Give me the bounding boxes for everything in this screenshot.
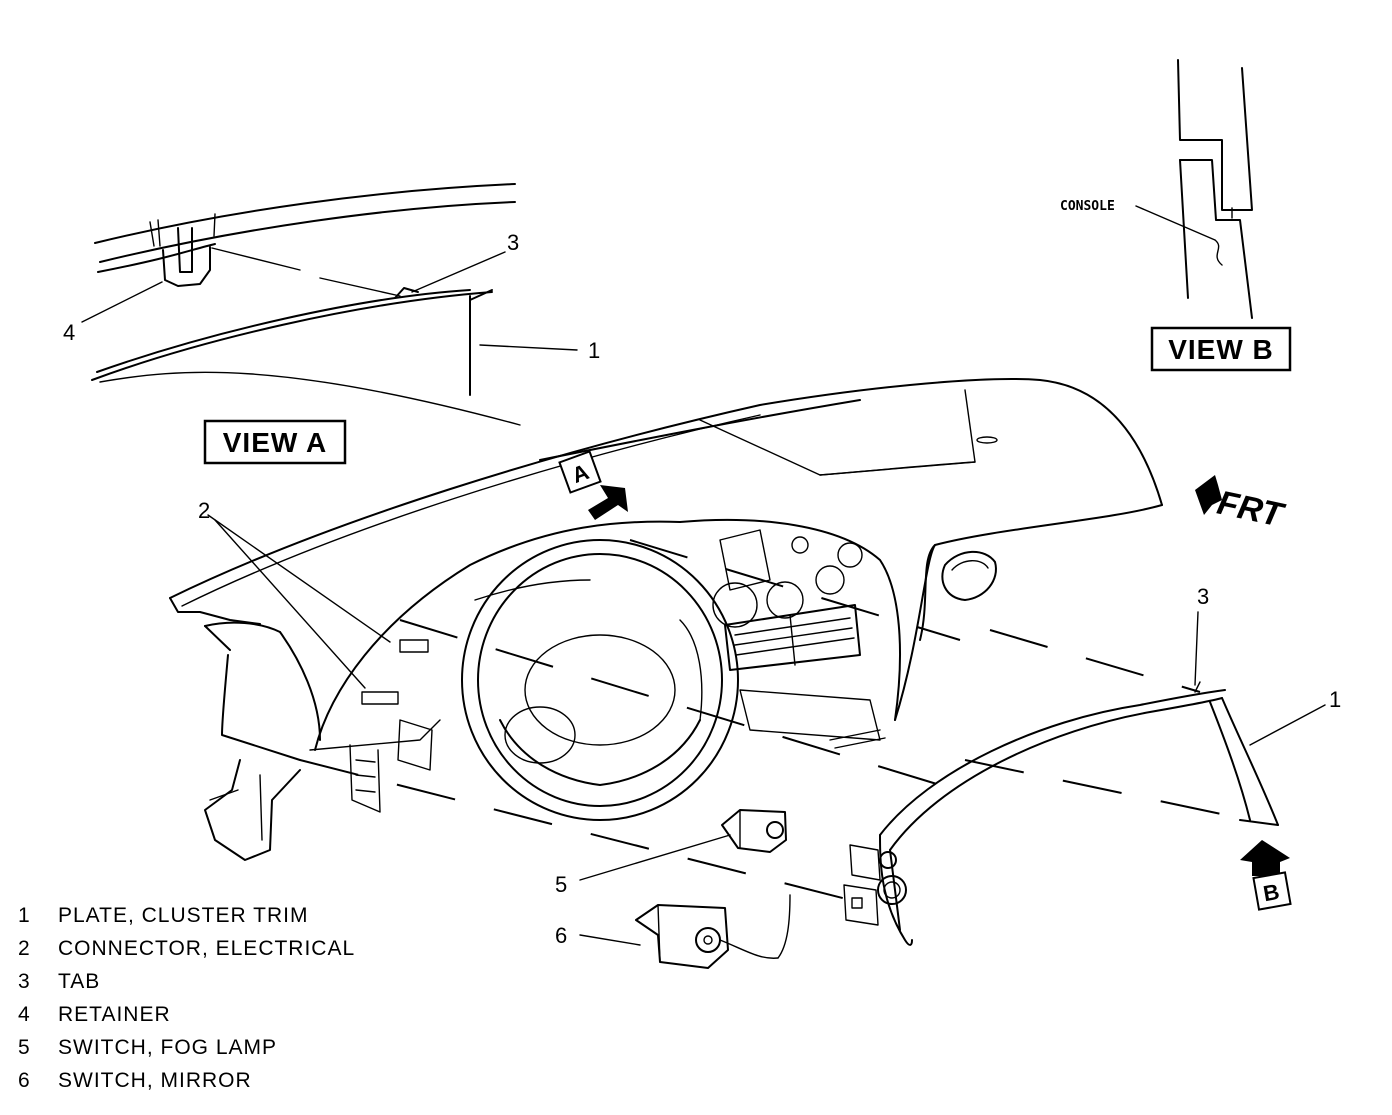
- legend-num-3: 3: [18, 970, 31, 993]
- main-callout-5: 5: [555, 872, 567, 897]
- view-a-label: VIEW A: [223, 427, 328, 458]
- front-indicator: FRT: [1195, 475, 1289, 535]
- legend-num-5: 5: [18, 1036, 31, 1059]
- cluster-trim-plate: 3 1 B: [843, 584, 1341, 946]
- legend-num-2: 2: [18, 937, 31, 960]
- view-a-detail: 4 3 1 VIEW A: [63, 183, 600, 465]
- main-callout-1: 1: [1329, 687, 1341, 712]
- marker-a: A: [558, 450, 628, 520]
- main-callout-6: 6: [555, 923, 567, 948]
- legend-text-6: SWITCH, MIRROR: [58, 1069, 252, 1092]
- view-b-detail: CONSOLE VIEW B: [1060, 59, 1292, 372]
- marker-b-letter: B: [1261, 879, 1281, 906]
- legend-text-1: PLATE, CLUSTER TRIM: [58, 904, 308, 927]
- main-callout-2: 2: [198, 498, 210, 523]
- view-a-callout-3: 3: [507, 230, 519, 255]
- instrument-panel: 2 A FRT: [169, 378, 1289, 959]
- legend-text-4: RETAINER: [58, 1003, 171, 1026]
- legend-text-2: CONNECTOR, ELECTRICAL: [58, 937, 355, 960]
- view-a-callout-1: 1: [588, 338, 600, 363]
- view-b-label: VIEW B: [1168, 334, 1274, 365]
- parts-legend: 1 PLATE, CLUSTER TRIM 2 CONNECTOR, ELECT…: [18, 904, 355, 1092]
- legend-num-4: 4: [18, 1003, 31, 1026]
- front-label: FRT: [1214, 484, 1289, 535]
- fog-lamp-switch: 5: [555, 809, 787, 897]
- view-a-label-box: [203, 419, 347, 465]
- view-a-callout-4: 4: [63, 320, 75, 345]
- main-callout-3: 3: [1197, 584, 1209, 609]
- marker-b: B: [1240, 840, 1292, 911]
- legend-num-1: 1: [18, 904, 31, 927]
- view-b-label-box: [1150, 326, 1292, 372]
- legend-num-6: 6: [18, 1069, 31, 1092]
- mirror-switch: 6: [555, 904, 729, 969]
- legend-text-5: SWITCH, FOG LAMP: [58, 1036, 277, 1059]
- legend-text-3: TAB: [58, 970, 100, 993]
- console-label: CONSOLE: [1060, 199, 1115, 214]
